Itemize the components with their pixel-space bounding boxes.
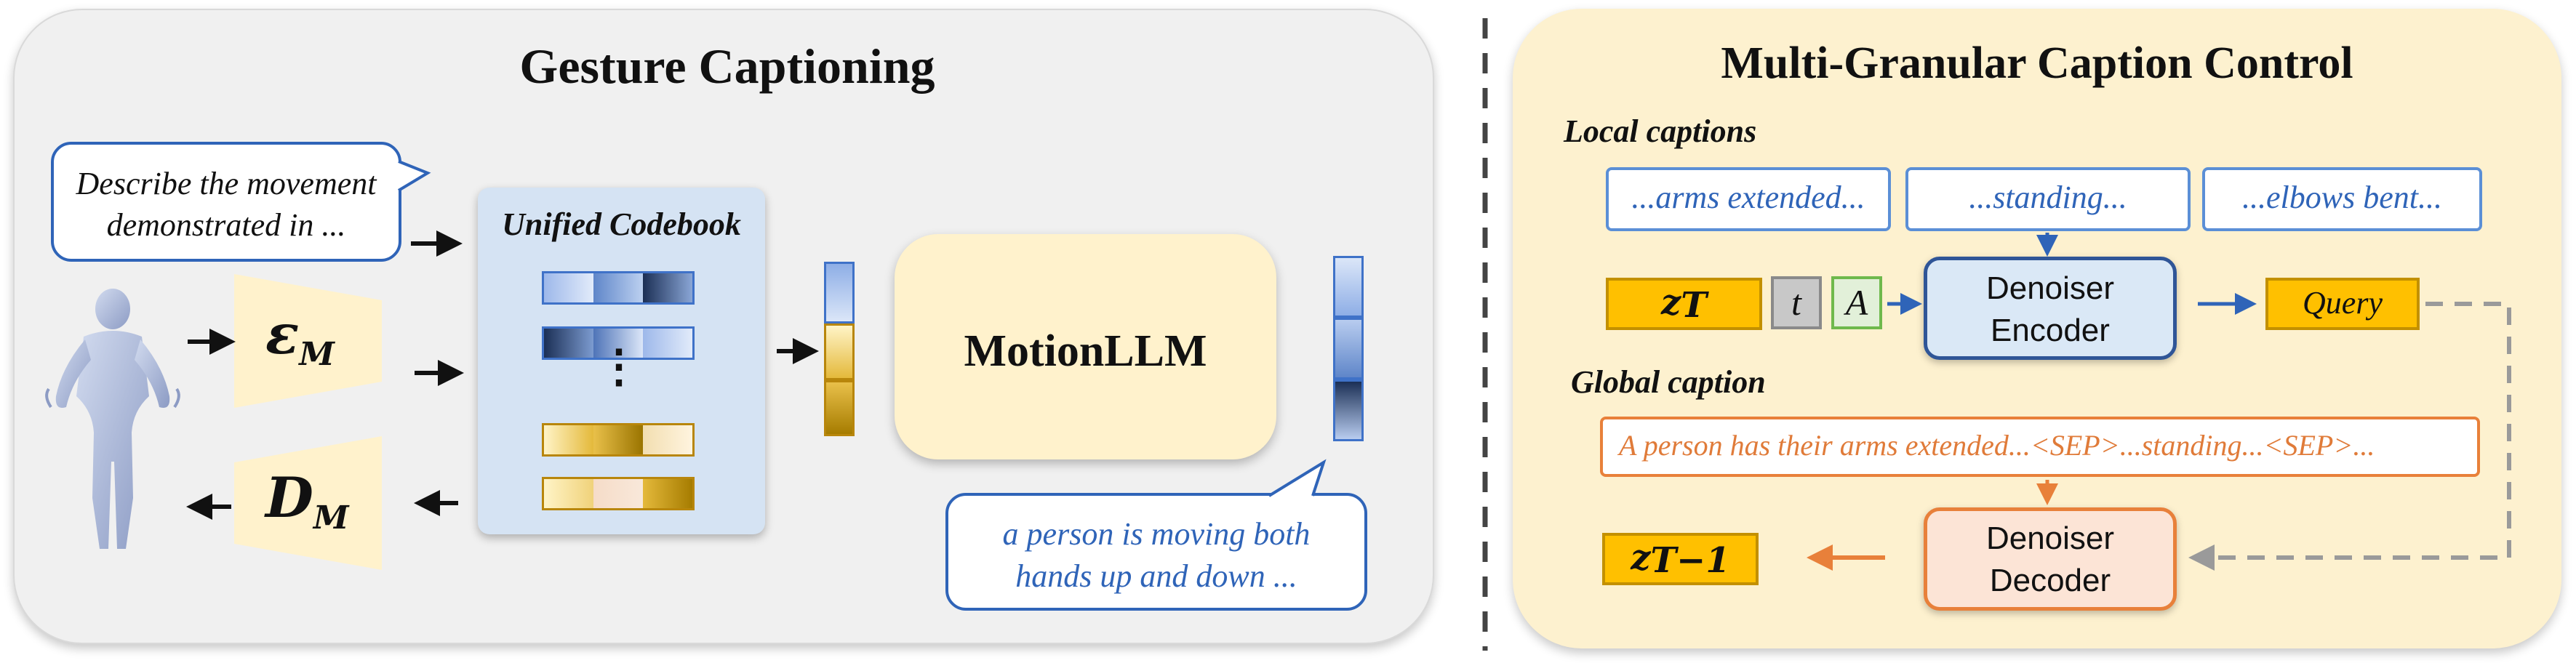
local-captions-label: Local captions bbox=[1564, 113, 1757, 149]
query-label: Query bbox=[2303, 285, 2383, 321]
zt1-subscript: T−1 bbox=[1650, 540, 1730, 582]
input-token-strip bbox=[824, 262, 855, 436]
decoder-symbol: D bbox=[265, 465, 313, 530]
local-caption-1: ...arms extended... bbox=[1606, 167, 1891, 231]
output-line-2: hands up and down ... bbox=[1015, 558, 1297, 594]
prompt-bubble-tail bbox=[397, 160, 431, 192]
motion-decoder-block bbox=[234, 436, 382, 570]
encoder-subscript: M bbox=[299, 336, 335, 374]
query-to-decoder-dashed-arrow bbox=[2188, 302, 2511, 571]
latent-zt-box: zT bbox=[1606, 278, 1762, 330]
denoiser-encoder-label-1: Denoiser bbox=[1985, 270, 2115, 306]
prompt-line-1: Describe the movement bbox=[76, 166, 377, 201]
output-caption-bubble: a person is moving both hands up and dow… bbox=[945, 493, 1367, 611]
codebook-row-blue-1 bbox=[542, 271, 695, 305]
prompt-speech-bubble: Describe the movement demonstrated in ..… bbox=[51, 142, 401, 262]
zt-symbol: z bbox=[1661, 282, 1681, 323]
output-line-1: a person is moving both bbox=[1002, 516, 1311, 552]
motion-decoder-label: DM bbox=[265, 465, 349, 537]
audio-a-box: A bbox=[1831, 276, 1882, 329]
codebook-row-gold-1 bbox=[542, 423, 695, 457]
denoiser-decoder-label-2: Decoder bbox=[1989, 563, 2111, 598]
gesture-captioning-title: Gesture Captioning bbox=[519, 39, 935, 94]
timestep-t-box: t bbox=[1771, 276, 1822, 329]
global-caption-label: Global caption bbox=[1571, 364, 1766, 400]
denoiser-decoder-block bbox=[1924, 507, 2177, 611]
zt-subscript: T bbox=[1681, 285, 1707, 326]
denoiser-encoder-block bbox=[1924, 257, 2177, 360]
latent-zt-minus-1-box: zT−1 bbox=[1602, 533, 1759, 585]
motion-encoder-label: εM bbox=[265, 302, 335, 373]
zt1-symbol: z bbox=[1631, 537, 1651, 578]
motionllm-label: MotionLLM bbox=[964, 326, 1207, 376]
encoder-symbol: ε bbox=[265, 302, 300, 366]
local-caption-3: ...elbows bent... bbox=[2202, 167, 2482, 231]
prompt-line-2: demonstrated in ... bbox=[106, 207, 346, 243]
unified-codebook-title: Unified Codebook bbox=[502, 206, 741, 242]
motion-encoder-block bbox=[234, 274, 382, 408]
human-figure-icon bbox=[45, 289, 180, 549]
denoiser-decoder-label-1: Denoiser bbox=[1985, 521, 2115, 556]
motionllm-block bbox=[895, 234, 1276, 459]
decoder-subscript: M bbox=[313, 499, 349, 537]
local-caption-2: ...standing... bbox=[1905, 167, 2191, 231]
query-box: Query bbox=[2265, 278, 2420, 330]
denoiser-encoder-label-2: Encoder bbox=[1991, 313, 2110, 348]
output-bubble-tail bbox=[1268, 459, 1327, 497]
caption-control-title: Multi-Granular Caption Control bbox=[1721, 39, 2353, 88]
unified-codebook-box bbox=[478, 188, 765, 534]
codebook-row-blue-2 bbox=[542, 326, 695, 360]
output-token-strip bbox=[1333, 256, 1364, 441]
codebook-row-gold-2 bbox=[542, 477, 695, 510]
global-caption-text: A person has their arms extended...<SEP>… bbox=[1600, 417, 2480, 477]
